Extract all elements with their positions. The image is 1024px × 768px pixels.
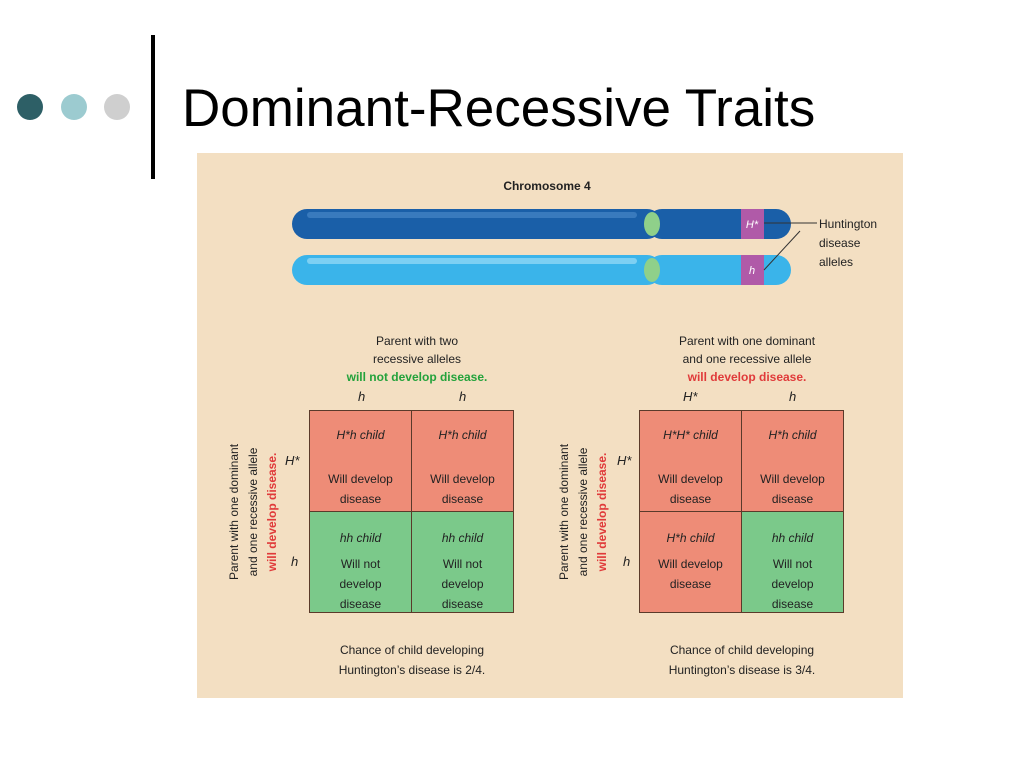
right-top-parent: Parent with one dominant and one recessi… [678, 334, 816, 384]
left-row-allele-2: h [291, 554, 299, 569]
right-row-allele-2: h [623, 554, 631, 569]
right-cell-3: H*h child Will develop disease [639, 511, 742, 613]
allele-band-recessive [741, 255, 764, 285]
allele-pointer-line [763, 230, 801, 271]
chromosome-diagram: H* h [292, 209, 817, 285]
chromosome-dominant-short-arm [647, 209, 791, 239]
bullet-dot-medium [61, 94, 87, 120]
bullet-dot-dark [17, 94, 43, 120]
allele-band-dominant [741, 209, 764, 239]
left-cell-4: hh child Will not develop disease [411, 511, 514, 613]
centromere-dominant [644, 212, 660, 236]
right-row-allele-1: H* [617, 453, 632, 468]
right-col-allele-2: h [789, 389, 797, 404]
bullet-dot-light [104, 94, 130, 120]
left-side-parent: Parent with one dominant and one recessi… [227, 443, 279, 581]
chromosome-title: Chromosome 4 [503, 179, 591, 193]
left-cell-2: H*h child Will develop disease [411, 410, 514, 512]
left-cell-1: H*h child Will develop disease [309, 410, 412, 512]
allele-band-recessive-label: h [749, 265, 755, 277]
left-col-allele-2: h [459, 389, 467, 404]
left-row-allele-1: H* [285, 453, 300, 468]
allele-label: Huntington disease alleles [819, 217, 878, 269]
left-chance: Chance of child developing Huntington’s … [338, 643, 486, 677]
left-col-allele-1: h [358, 389, 366, 404]
allele-band-dominant-label: H* [746, 219, 759, 231]
left-top-parent: Parent with two recessive alleles will n… [346, 334, 488, 384]
left-cell-3: hh child Will not develop disease [309, 511, 412, 613]
centromere-recessive [644, 258, 660, 282]
right-col-allele-1: H* [683, 389, 698, 404]
right-cell-1: H*H* child Will develop disease [639, 410, 742, 512]
slide-title: Dominant-Recessive Traits [182, 79, 816, 138]
right-cell-2: H*h child Will develop disease [741, 410, 844, 512]
right-cell-4: hh child Will not develop disease [741, 511, 844, 613]
right-side-parent: Parent with one dominant and one recessi… [557, 443, 609, 581]
right-chance: Chance of child developing Huntington’s … [668, 643, 816, 677]
huntington-figure: Chromosome 4 H* h Huntington disease all… [197, 153, 903, 698]
title-divider [151, 35, 155, 179]
chromosome-recessive-short-arm [647, 255, 791, 285]
